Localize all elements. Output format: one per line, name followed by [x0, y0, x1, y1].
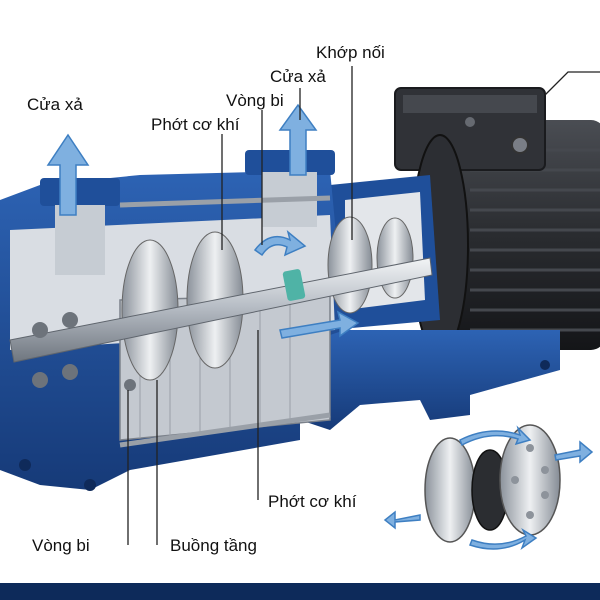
label-stage-chamber: Buồng tầng [170, 536, 257, 555]
label-mechanical-seal-bottom: Phớt cơ khí [268, 492, 357, 511]
base-frame [300, 330, 560, 430]
coupling-detail [383, 424, 594, 551]
flow-arrows [46, 103, 360, 339]
label-bearing-top: Vòng bi [226, 91, 284, 110]
label-mechanical-seal-top: Phớt cơ khí [151, 115, 240, 134]
label-discharge-right: Cửa xả [270, 67, 326, 86]
leader-lines [127, 66, 600, 545]
label-discharge-left: Cửa xả [27, 95, 83, 114]
shaft [9, 257, 433, 363]
bearings [19, 312, 136, 491]
label-coupling: Khớp nối [316, 43, 385, 62]
label-bearing-bottom: Vòng bi [32, 536, 90, 555]
footer-bar [0, 583, 600, 600]
